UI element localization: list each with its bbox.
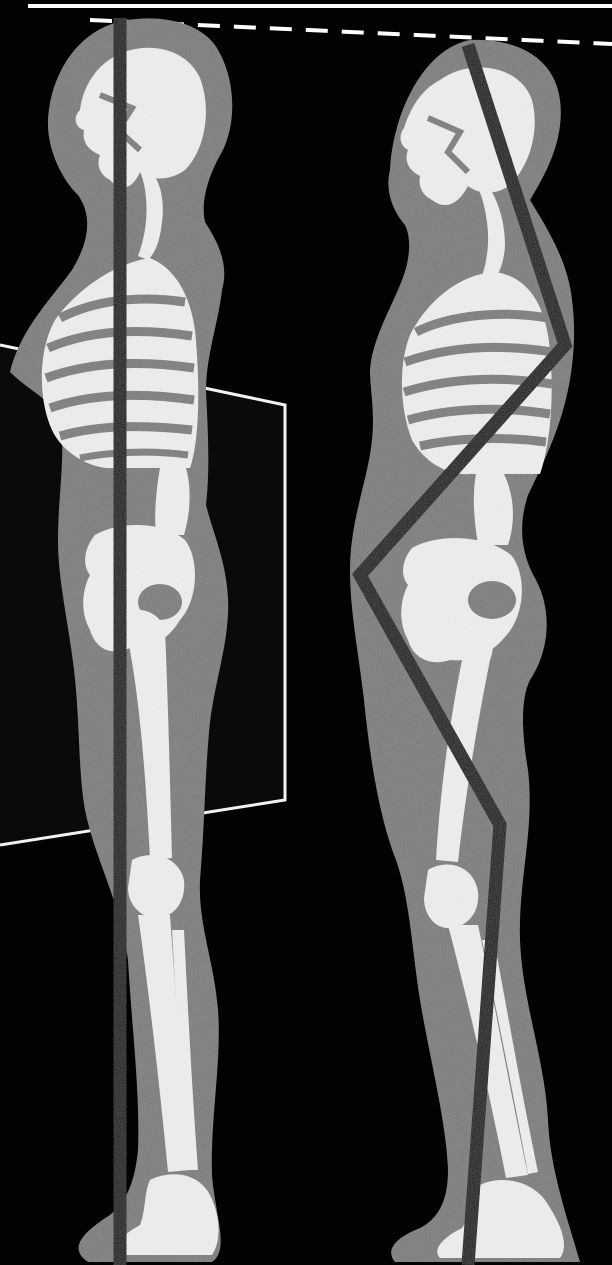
poor-posture-lumbar-spine: [474, 474, 513, 545]
good-posture-lumbar-spine: [155, 468, 189, 535]
